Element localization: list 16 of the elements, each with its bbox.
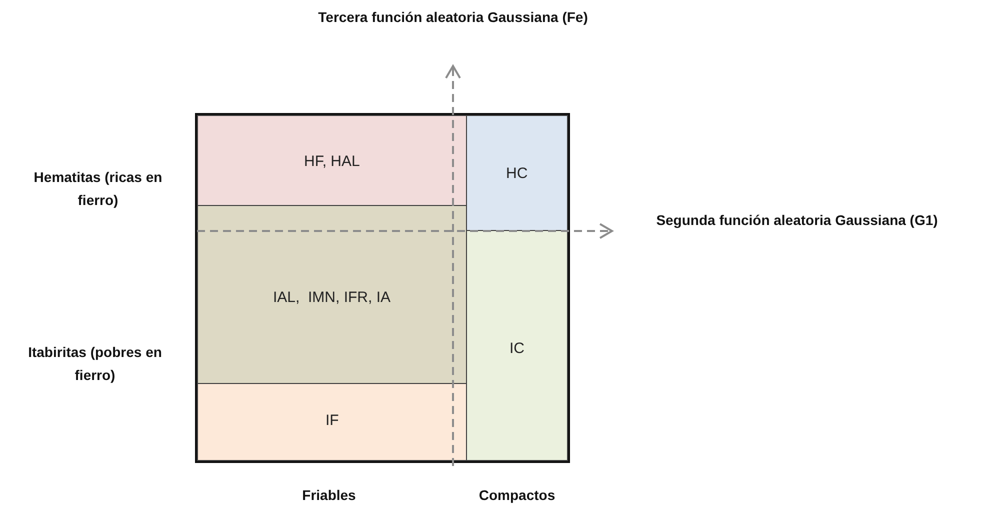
- region-label: HF, HAL: [304, 153, 360, 170]
- region-label: IAL, IMN, IFR, IA: [273, 289, 391, 306]
- axis-label: Hematitas (ricas en fierro): [32, 168, 164, 210]
- region-box: [197, 383, 467, 461]
- axis-label: Compactos: [478, 486, 556, 505]
- region-label: IF: [326, 412, 339, 429]
- region-box: [466, 230, 568, 461]
- axis-label: Itabiritas (pobres en fierro): [27, 343, 163, 385]
- region-label: HC: [506, 165, 528, 182]
- region-label: IC: [510, 340, 524, 357]
- region-box: [197, 205, 467, 384]
- axis-label: Segunda función aleatoria Gaussiana (G1): [655, 211, 939, 230]
- region-box: [197, 115, 467, 206]
- axis-label: Friables: [301, 486, 357, 505]
- axis-label: Tercera función aleatoria Gaussiana (Fe): [317, 8, 589, 27]
- region-box: [466, 115, 568, 231]
